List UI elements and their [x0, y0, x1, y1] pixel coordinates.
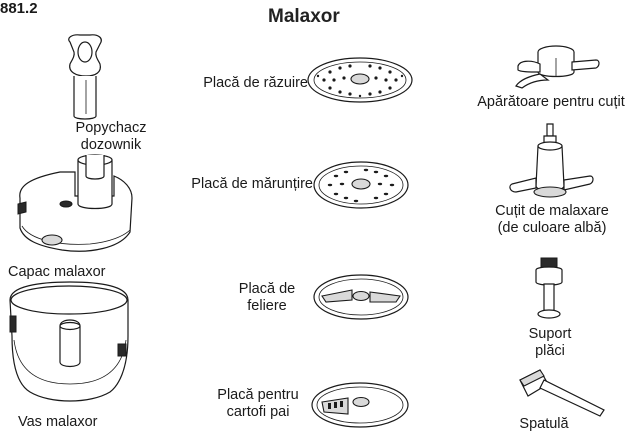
- disc-holder-label-line2: plăci: [508, 343, 592, 360]
- blade-guard-illustration: [516, 46, 599, 88]
- chips-disc-label-line2: cartofi pai: [208, 404, 308, 421]
- pusher-label-line1: Popychacz: [55, 120, 167, 137]
- slicing-disc-label-line1: Placă de: [224, 281, 310, 298]
- kneading-blade-illustration: [510, 124, 593, 197]
- pusher-label-line2: dozownik: [55, 137, 167, 154]
- lid-illustration: [18, 155, 132, 251]
- chips-disc-label-line1: Placă pentru: [208, 387, 308, 404]
- kneading-blade-label-line2: (de culoare albă): [472, 220, 632, 237]
- disc-holder-label-line1: Suport: [508, 326, 592, 343]
- pusher-label: Popychacz dozownik: [55, 120, 167, 154]
- lid-label: Capac malaxor: [8, 264, 106, 281]
- blade-guard-label: Apărătoare pentru cuțit: [468, 94, 634, 111]
- grating-disc-label: Placă de răzuire: [160, 75, 308, 92]
- shredding-disc-label: Placă de mărunțire: [150, 176, 313, 193]
- kneading-blade-label-line1: Cuțit de malaxare: [472, 203, 632, 220]
- kneading-blade-label: Cuțit de malaxare (de culoare albă): [472, 203, 632, 237]
- bowl-label: Vas malaxor: [18, 414, 98, 431]
- spatula-label: Spatulă: [506, 416, 582, 433]
- slicing-disc-label-line2: feliere: [224, 298, 310, 315]
- grating-disc-illustration: [308, 58, 412, 102]
- shredding-disc-illustration: [314, 162, 408, 208]
- bowl-illustration: [10, 282, 128, 401]
- slicing-disc-label: Placă de feliere: [224, 281, 310, 315]
- spatula-illustration: [520, 370, 604, 416]
- slicing-disc-illustration: [314, 275, 408, 319]
- pusher-illustration: [69, 35, 102, 119]
- disc-holder-illustration: [536, 258, 562, 318]
- chips-disc-label: Placă pentru cartofi pai: [208, 387, 308, 421]
- disc-holder-label: Suport plăci: [508, 326, 592, 360]
- chips-disc-illustration: [312, 383, 408, 427]
